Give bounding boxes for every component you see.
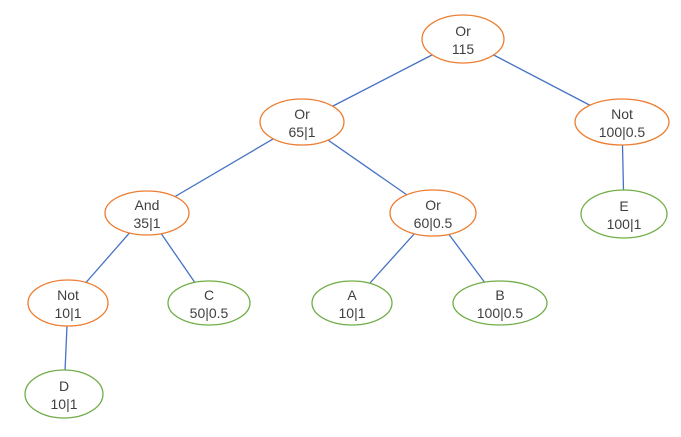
node-label: And xyxy=(135,197,160,213)
node-value: 10|1 xyxy=(55,305,82,321)
leaf-node-ellipse xyxy=(311,280,393,326)
tree-node-root: Or 115 xyxy=(421,14,505,64)
node-value: 10|1 xyxy=(339,305,366,321)
node-value: 50|0.5 xyxy=(190,305,229,321)
tree-node-leafE: E 100|1 xyxy=(580,189,668,239)
leaf-node-ellipse xyxy=(167,280,251,326)
tree-node-leafD: D 10|1 xyxy=(24,369,104,419)
tree-node-or2: Or 65|1 xyxy=(259,98,345,146)
operator-node-ellipse xyxy=(574,98,670,146)
operator-node-ellipse xyxy=(389,189,477,237)
tree-node-leafB: B 100|0.5 xyxy=(452,280,548,326)
node-value: 100|0.5 xyxy=(599,124,646,140)
node-label: Or xyxy=(294,106,310,122)
node-value: 100|1 xyxy=(607,216,642,232)
node-value: 60|0.5 xyxy=(414,215,453,231)
node-label: Not xyxy=(611,106,633,122)
tree-node-and3: And 35|1 xyxy=(104,190,190,236)
node-value: 35|1 xyxy=(134,215,161,231)
operator-node-ellipse xyxy=(421,14,505,64)
node-label: Not xyxy=(57,287,79,303)
node-label: C xyxy=(204,287,214,303)
operator-node-ellipse xyxy=(259,98,345,146)
node-label: B xyxy=(495,287,504,303)
node-label: D xyxy=(59,378,69,394)
node-label: A xyxy=(347,287,357,303)
tree-node-leafC: C 50|0.5 xyxy=(167,280,251,326)
node-value: 65|1 xyxy=(289,124,316,140)
operator-node-ellipse xyxy=(104,190,190,236)
leaf-node-ellipse xyxy=(24,369,104,419)
tree-node-or3: Or 60|0.5 xyxy=(389,189,477,237)
tree-node-not2: Not 100|0.5 xyxy=(574,98,670,146)
tree-node-not4: Not 10|1 xyxy=(27,279,109,327)
tree-node-leafA: A 10|1 xyxy=(311,280,393,326)
leaf-node-ellipse xyxy=(580,189,668,239)
node-label: E xyxy=(619,198,628,214)
leaf-node-ellipse xyxy=(452,280,548,326)
node-value: 100|0.5 xyxy=(477,305,524,321)
operator-node-ellipse xyxy=(27,279,109,327)
node-value: 115 xyxy=(452,41,475,57)
node-label: Or xyxy=(455,23,471,39)
node-label: Or xyxy=(425,197,441,213)
node-value: 10|1 xyxy=(51,396,78,412)
